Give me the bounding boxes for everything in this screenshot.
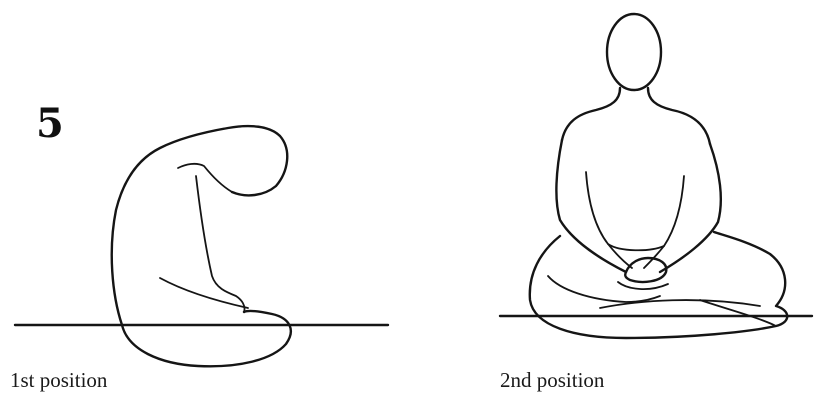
caption-second-position: 2nd position [500,370,604,391]
figure-upright-seated [500,14,812,338]
step-number: 5 [36,104,64,144]
bowed-head-inner [178,164,232,192]
bowed-thigh [160,278,248,308]
left-shoulder [562,88,620,140]
right-shoulder [648,88,710,144]
bowed-legs [122,311,291,366]
figure-bowed-seated [15,126,388,366]
belly-line [608,244,664,250]
right-inner-arm [644,176,684,268]
right-outer-arm [660,144,721,272]
cupped-hands [625,258,666,282]
bowed-arm [196,176,245,312]
head [607,14,661,90]
caption-first-position: 1st position [10,370,107,391]
foot-line [700,300,776,326]
